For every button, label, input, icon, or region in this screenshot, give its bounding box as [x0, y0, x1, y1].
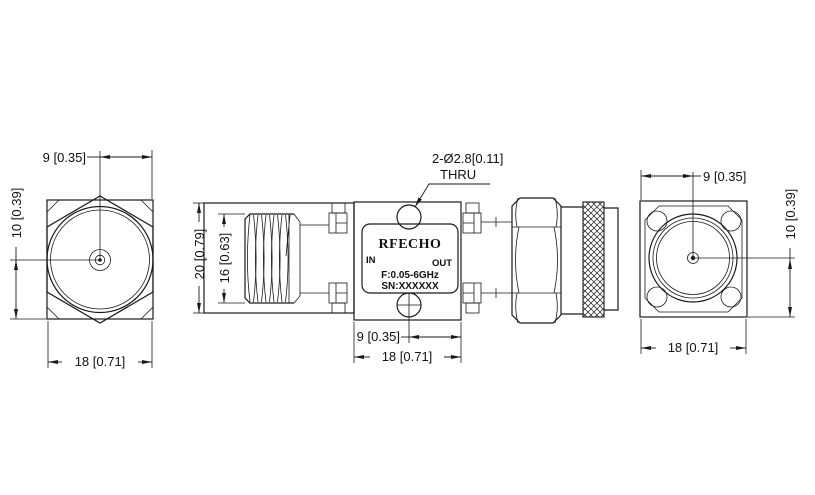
rear-centerlines — [692, 172, 795, 259]
rear-flange-outline — [639, 200, 748, 318]
side-dim-hole-offset: 9 [0.35] — [357, 329, 400, 344]
front-dim-half-height: 10 [0.39] — [9, 188, 24, 239]
front-centerlines — [10, 151, 101, 261]
hole-centerlines — [397, 293, 421, 343]
neck-section — [300, 224, 329, 294]
body-block — [353, 201, 462, 321]
in-port-label: IN — [366, 255, 376, 266]
rear-hole-bottom-right — [720, 286, 742, 308]
knurl-band — [582, 201, 605, 318]
rear-hole-top-left — [646, 210, 668, 232]
brand-text: RFECHO — [379, 237, 442, 252]
hex-facet-arcs — [515, 197, 558, 324]
front-view: 9 [0.35] 10 [0.39] 18 [0.71] — [9, 150, 154, 369]
rear-dim-width: 18 [0.71] — [668, 340, 719, 355]
hex-coupling-nut — [511, 197, 562, 324]
rear-dim-half-width: 9 [0.35] — [703, 169, 746, 184]
front-dim-width: 18 [0.71] — [75, 354, 126, 369]
rear-hole-top-right — [720, 210, 742, 232]
hole-callout-leader — [414, 183, 490, 208]
hole-callout-thru: THRU — [440, 167, 476, 182]
mid-cylinder — [561, 206, 583, 315]
front-flange-corner-chamfers — [46, 199, 154, 320]
left-mounting-tabs — [328, 202, 348, 314]
thread-section — [246, 214, 289, 303]
out-port-label: OUT — [432, 258, 452, 269]
hex-facet-lines — [512, 226, 561, 294]
side-dim-outer-diameter: 20 [0.79] — [192, 229, 207, 280]
right-mounting-tabs — [462, 202, 512, 314]
thread-barrel-step — [285, 213, 301, 304]
hole-callout-size: 2-Ø2.8[0.11] — [432, 151, 503, 166]
frequency-label: F:0.05-6GHz — [381, 270, 439, 281]
rear-flange-chamfered-face — [644, 205, 743, 313]
mounting-hole-top — [396, 204, 422, 230]
front-dim-half-width: 9 [0.35] — [43, 150, 86, 165]
rear-dim-half-height: 10 [0.39] — [783, 189, 798, 240]
thread-barrel-outline — [244, 213, 294, 304]
side-view: 20 [0.79] 16 [0.63] RFECHO IN OUT F:0.05… — [192, 151, 619, 364]
product-label — [361, 223, 459, 294]
side-dim-body-width: 18 [0.71] — [382, 349, 433, 364]
rear-cylinder — [604, 207, 619, 311]
front-hex-nut-outline — [46, 195, 154, 324]
rear-view: 9 [0.35] 10 [0.39] 18 [0.71] — [639, 169, 798, 355]
rear-hole-bottom-left — [646, 286, 668, 308]
side-dim-thread-diameter: 16 [0.63] — [217, 233, 232, 284]
serial-label: SN:XXXXXX — [381, 281, 439, 292]
